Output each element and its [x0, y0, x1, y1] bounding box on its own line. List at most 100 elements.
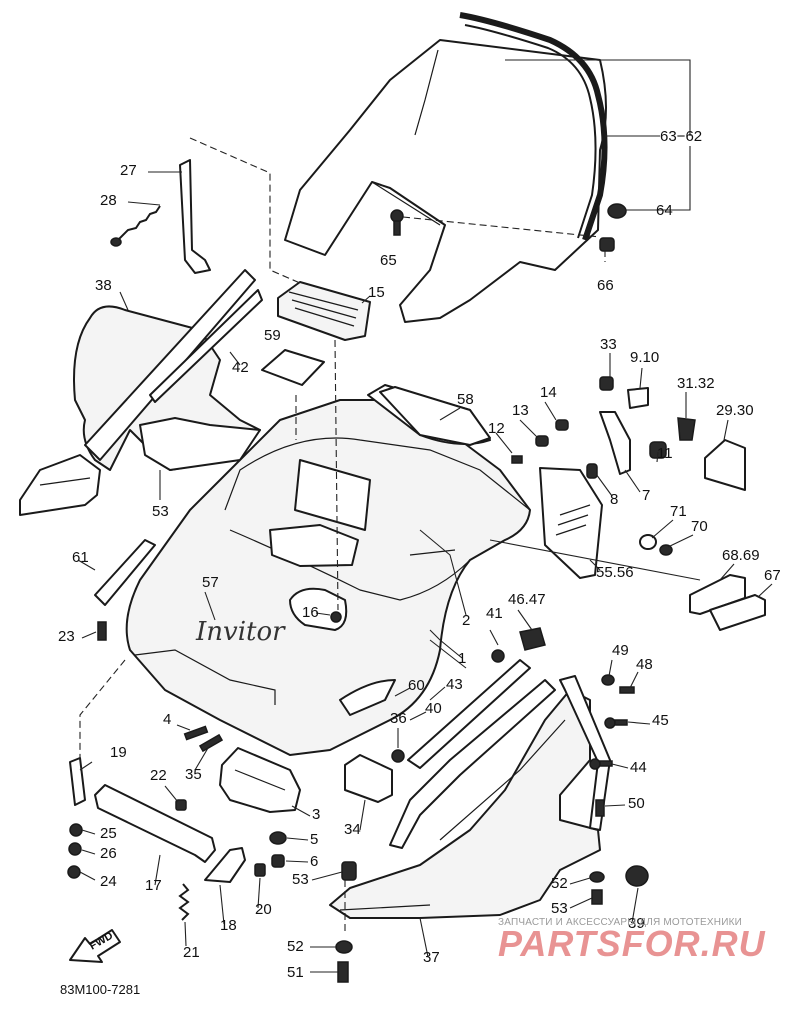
callout-11: 11 [657, 445, 673, 462]
washer-13 [535, 435, 549, 447]
callout-38: 38 [95, 277, 112, 294]
bolt-4 [183, 725, 209, 741]
cover-29 [704, 439, 746, 491]
callout-29.30: 29.30 [716, 402, 754, 419]
nut-53-mid [341, 861, 357, 881]
callout-44: 44 [630, 759, 647, 776]
callout-49: 49 [612, 642, 629, 659]
callout-6: 6 [310, 853, 318, 870]
windshield-trim-seal [459, 12, 608, 241]
hood-decal-strip [339, 679, 396, 716]
callout-45: 45 [652, 712, 669, 729]
grommet-52-right [589, 871, 605, 883]
callout-22: 22 [150, 767, 167, 784]
callout-3: 3 [312, 806, 320, 823]
bolt-44 [589, 758, 613, 770]
nut-41 [491, 649, 505, 663]
callout-1: 1 [458, 650, 466, 667]
reflector-67 [709, 594, 766, 631]
grommet-70 [659, 544, 673, 556]
callout-59: 59 [264, 327, 281, 344]
bolt-12 [511, 455, 523, 464]
callout-2: 2 [462, 612, 470, 629]
callout-18: 18 [220, 917, 237, 934]
windshield [284, 39, 607, 323]
callout-55.56: 55.56 [596, 564, 634, 581]
callout-46.47: 46.47 [508, 591, 546, 608]
bushing-33 [599, 376, 614, 391]
callout-70: 70 [691, 518, 708, 535]
left-inner-panel [139, 417, 261, 471]
bracket-19 [69, 757, 86, 806]
callout-31.32: 31.32 [677, 375, 715, 392]
callout-43: 43 [446, 676, 463, 693]
callout-23: 23 [58, 628, 75, 645]
callout-4: 4 [163, 711, 171, 728]
front-direction-arrow: FWD [69, 929, 121, 963]
lower-bracket-bar [94, 784, 216, 863]
foam-block [344, 754, 393, 803]
callout-48: 48 [636, 656, 653, 673]
windshield-screw [390, 209, 404, 236]
callout-25: 25 [100, 825, 117, 842]
callout-16: 16 [302, 604, 319, 621]
washer-52-bottom [335, 940, 353, 954]
callout-26: 26 [100, 845, 117, 862]
bracket-plate [627, 387, 649, 409]
nut-36 [391, 749, 405, 763]
callout-60: 60 [408, 677, 425, 694]
nut-53-right [591, 889, 603, 905]
callout-51: 51 [287, 964, 304, 981]
callout-68.69: 68.69 [722, 547, 760, 564]
hood-emblem-text: Invitor [195, 617, 286, 647]
hood-latch-strap [179, 159, 211, 274]
callout-28: 28 [100, 192, 117, 209]
watermark-brand: PARTSFOR.RU [498, 923, 766, 964]
callout-14: 14 [540, 384, 557, 401]
callout-8: 8 [610, 491, 618, 508]
callout-57: 57 [202, 574, 219, 591]
callout-12: 12 [488, 420, 505, 437]
control-bracket-large [539, 467, 603, 579]
callout-21: 21 [183, 944, 200, 961]
callout-34: 34 [344, 821, 361, 838]
callout-52-bottom: 52 [287, 938, 304, 955]
left-panel-trim-strip [84, 269, 263, 461]
callout-20: 20 [255, 901, 272, 918]
connector-31 [677, 417, 696, 441]
callout-71: 71 [670, 503, 687, 520]
callout-5: 5 [310, 831, 318, 848]
callout-63-62: 63−62 [660, 128, 702, 145]
latch-hook [204, 847, 246, 883]
nut-25 [69, 823, 83, 837]
watermark-caption: ЗАПЧАСТИ И АКСЕССУАРЫ ДЛЯ МОТОТЕХНИКИ [498, 917, 742, 928]
callout-41: 41 [486, 605, 503, 622]
screw-45 [604, 717, 628, 729]
latch-spring [110, 205, 161, 247]
bolt-51 [337, 961, 349, 983]
dash-pad [379, 386, 491, 446]
collar-6 [271, 854, 285, 868]
callout-13: 13 [512, 402, 529, 419]
trim-strip-43 [407, 659, 531, 769]
bracket-46 [519, 627, 546, 651]
bolt-35 [198, 733, 224, 753]
grommet-5 [269, 831, 287, 845]
lower-cowling [329, 689, 601, 919]
watermark: ЗАПЧАСТИ И АКСЕССУАРЫ ДЛЯ МОТОТЕХНИКИ PA… [498, 917, 766, 964]
callout-67: 67 [764, 567, 781, 584]
washer-71 [639, 534, 657, 550]
callout-36: 36 [390, 710, 407, 727]
callout-27: 27 [120, 162, 137, 179]
callout-61: 61 [72, 549, 89, 566]
bulb-11 [649, 441, 667, 459]
windshield-nut [599, 237, 615, 252]
callout-64: 64 [656, 202, 673, 219]
callout-35: 35 [185, 766, 202, 783]
side-bracket-44 [559, 675, 611, 831]
callout-15: 15 [368, 284, 385, 301]
grommet-39 [625, 865, 649, 887]
spring-21 [178, 883, 190, 921]
